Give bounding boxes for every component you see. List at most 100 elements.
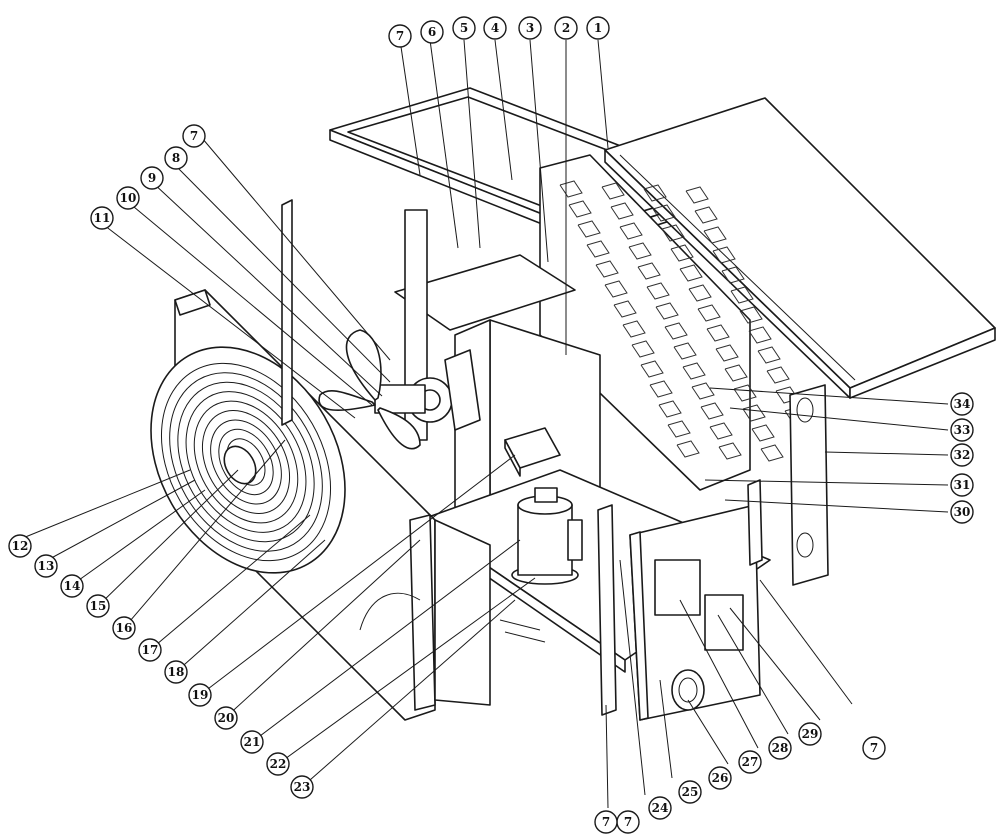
grille-ring	[169, 372, 323, 552]
coil-fin	[637, 262, 661, 280]
callout-34: 34	[950, 392, 974, 416]
callout-circle	[648, 796, 672, 820]
coil-fin	[700, 402, 724, 420]
coil-fin	[664, 322, 688, 340]
callout-26: 26	[708, 766, 732, 790]
callout-labels: 1234567777789101112131415161718192021222…	[8, 16, 974, 834]
callout-32: 32	[950, 443, 974, 467]
callout-circle	[388, 24, 412, 48]
callout-7: 7	[862, 736, 886, 760]
callout-number: 1	[594, 21, 602, 35]
coil-fin	[739, 306, 763, 324]
callout-circle	[116, 186, 140, 210]
coil-fin	[619, 222, 643, 240]
callout-circle	[164, 660, 188, 684]
coil-fin	[751, 424, 775, 442]
callout-circle	[483, 16, 507, 40]
callout-18: 18	[164, 660, 188, 684]
callout-number: 7	[624, 815, 632, 829]
callout-2: 2	[554, 16, 578, 40]
callout-28: 28	[768, 736, 792, 760]
coil-fin	[766, 366, 790, 384]
callout-circle	[950, 443, 974, 467]
callout-number: 7	[190, 129, 198, 143]
compressor	[511, 487, 583, 585]
callout-7: 7	[182, 124, 206, 148]
coil-fin	[685, 186, 709, 204]
callout-33: 33	[950, 418, 974, 442]
grille-ring	[210, 419, 282, 505]
callout-19: 19	[188, 683, 212, 707]
coil-fin	[697, 304, 721, 322]
callout-circle	[112, 616, 136, 640]
callout-circle	[950, 418, 974, 442]
callout-number: 23	[294, 780, 311, 794]
callout-9: 9	[140, 166, 164, 190]
callout-number: 21	[244, 735, 261, 749]
callout-6: 6	[420, 20, 444, 44]
coil-fin	[724, 364, 748, 382]
leader-lines	[17, 39, 949, 809]
callout-number: 32	[954, 448, 971, 462]
callout-circle	[266, 752, 290, 776]
electric-box	[504, 427, 561, 477]
coil-fin	[706, 324, 730, 342]
callout-circle	[34, 554, 58, 578]
callout-circle	[214, 706, 238, 730]
grille-ring	[193, 400, 299, 524]
callout-7: 7	[594, 810, 618, 834]
callout-22: 22	[266, 752, 290, 776]
callout-13: 13	[34, 554, 58, 578]
coil-fin	[586, 240, 610, 258]
callout-21: 21	[240, 730, 264, 754]
coil-fin	[730, 286, 754, 304]
callout-number: 30	[954, 505, 971, 519]
callout-11: 11	[90, 206, 114, 230]
coil-fin	[673, 342, 697, 360]
coil-fin	[646, 282, 670, 300]
coil-fin	[760, 444, 784, 462]
callout-number: 34	[954, 397, 971, 411]
coil-fin	[559, 180, 583, 198]
callout-number: 25	[682, 785, 699, 799]
callout-number: 33	[954, 423, 971, 437]
coil-fin	[601, 182, 625, 200]
callout-number: 9	[148, 171, 156, 185]
callout-circle	[768, 736, 792, 760]
coil-fin	[568, 200, 592, 218]
callout-27: 27	[738, 750, 762, 774]
coil-fin	[718, 442, 742, 460]
callout-number: 19	[192, 688, 209, 702]
callout-31: 31	[950, 473, 974, 497]
callout-number: 14	[64, 579, 81, 593]
callout-24: 24	[648, 796, 672, 820]
coil-fin	[613, 300, 637, 318]
callout-5: 5	[452, 16, 476, 40]
coil-fin	[682, 362, 706, 380]
coil-fin	[694, 206, 718, 224]
coil-fin	[631, 340, 655, 358]
callout-number: 3	[526, 21, 534, 35]
right-side-panel	[789, 384, 829, 586]
coil-fin	[670, 244, 694, 262]
coil-fin	[691, 382, 715, 400]
coil-fin	[742, 404, 766, 422]
top-frame	[329, 87, 736, 246]
coil-fin	[748, 326, 772, 344]
coil-fin	[688, 284, 712, 302]
callout-20: 20	[214, 706, 238, 730]
coil-fin	[610, 202, 634, 220]
callout-circle	[60, 574, 84, 598]
callout-circle	[678, 780, 702, 804]
callout-number: 26	[712, 771, 729, 785]
callout-circle	[950, 392, 974, 416]
callout-circle	[140, 166, 164, 190]
corner-post-top	[281, 199, 293, 426]
callout-circle	[798, 722, 822, 746]
callout-circle	[594, 810, 618, 834]
corner-post-left	[409, 514, 436, 711]
callout-circle	[164, 146, 188, 170]
grille-ring	[160, 362, 332, 562]
grille-ring	[201, 410, 291, 514]
